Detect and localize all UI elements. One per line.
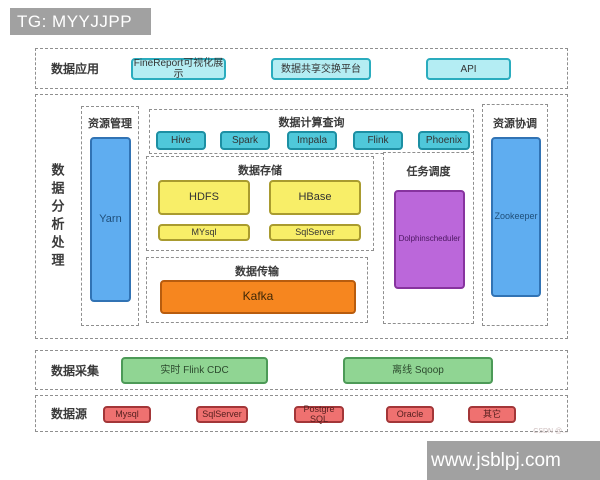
storage-item-sqlserver: SqlServer (269, 224, 361, 241)
compute-item-spark: Spark (220, 131, 270, 150)
csdn-watermark: CSDN @... (533, 428, 568, 435)
compute-query-title: 数据计算查询 (278, 117, 345, 129)
task-scheduling-title: 任务调度 (406, 166, 451, 178)
processing-layer-row: 数据分析处理 资源管理 Yarn 数据计算查询 Hive Spark Impal… (35, 94, 568, 339)
source-item-oracle: Oracle (386, 406, 434, 423)
app-item-finereport: FineReport可视化展示 (131, 58, 226, 80)
source-item-mysql: Mysql (103, 406, 151, 423)
collection-layer-row: 数据采集 实时 Flink CDC 离线 Sqoop (35, 350, 568, 390)
compute-item-impala: Impala (287, 131, 337, 150)
compute-query-group: 数据计算查询 Hive Spark Impala Flink Phoenix (149, 109, 474, 154)
task-scheduling-group: 任务调度 Dolphinscheduler (383, 152, 474, 324)
yarn-box: Yarn (90, 137, 131, 302)
compute-item-phoenix: Phoenix (418, 131, 470, 150)
transmission-title: 数据传输 (235, 266, 279, 278)
storage-item-mysql: MYsql (158, 224, 250, 241)
resource-management-group: 资源管理 Yarn (81, 106, 139, 326)
processing-layer-label: 数据分析处理 (49, 162, 65, 271)
transmission-group: 数据传输 Kafka (146, 257, 368, 323)
dolphinscheduler-box: Dolphinscheduler (394, 190, 465, 289)
storage-item-hbase: HBase (269, 180, 361, 215)
collection-layer-label: 数据采集 (51, 363, 100, 378)
app-layer-label: 数据应用 (51, 62, 100, 76)
zookeeper-box: Zookeeper (491, 137, 541, 297)
tag-banner-text: TG: MYYJJPP (17, 11, 133, 31)
collection-item-flink-cdc: 实时 Flink CDC (121, 357, 268, 384)
source-layer-label: 数据源 (51, 407, 88, 421)
compute-item-flink: Flink (353, 131, 403, 150)
collection-item-sqoop: 离线 Sqoop (343, 357, 493, 384)
source-item-postgresql: Postgre SQL (294, 404, 344, 423)
coordination-group: 资源协调 Zookeeper (482, 104, 548, 326)
resource-management-title: 资源管理 (88, 118, 132, 130)
source-layer-row: 数据源 Mysql SqlServer Postgre SQL Oracle 其… (35, 395, 568, 432)
source-item-sqlserver: SqlServer (196, 406, 248, 423)
source-item-other: 其它 (468, 406, 516, 423)
storage-title: 数据存储 (238, 165, 282, 177)
kafka-box: Kafka (160, 280, 356, 314)
storage-group: 数据存储 HDFS HBase MYsql SqlServer (146, 156, 374, 251)
app-layer-row: 数据应用 FineReport可视化展示 数据共享交换平台 API (35, 48, 568, 89)
app-item-api: API (426, 58, 511, 80)
site-banner: www.jsblpj.com (427, 441, 600, 480)
site-banner-text: www.jsblpj.com (431, 449, 561, 471)
storage-item-hdfs: HDFS (158, 180, 250, 215)
coordination-title: 资源协调 (493, 118, 537, 130)
compute-item-hive: Hive (156, 131, 206, 150)
app-item-data-exchange-platform: 数据共享交换平台 (271, 58, 371, 80)
tag-banner: TG: MYYJJPP (10, 8, 151, 35)
